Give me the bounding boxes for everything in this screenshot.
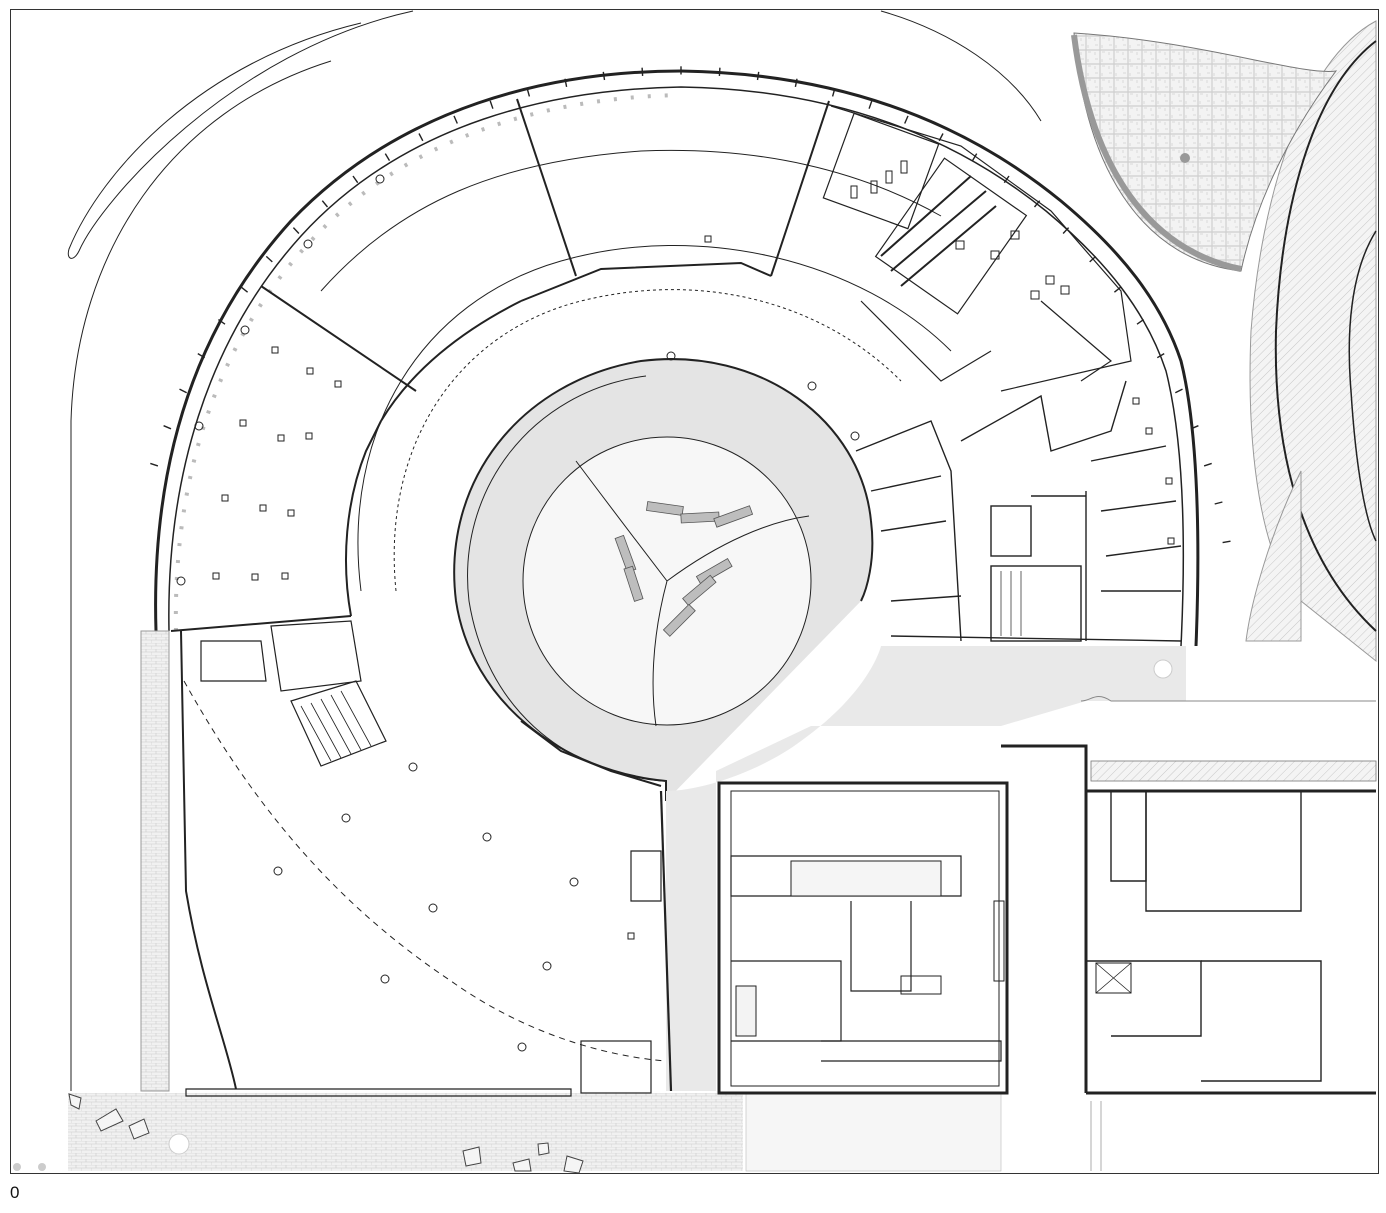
mullion-tick (489, 100, 494, 109)
plaza (68, 646, 1186, 1172)
west-stair (200, 620, 387, 767)
south-entry (580, 790, 673, 1094)
mullion-tick (718, 67, 721, 76)
southeast-block (717, 781, 1009, 1095)
mullion-tick (150, 462, 159, 467)
column-icon (194, 421, 204, 431)
column-icon (251, 573, 259, 581)
column-icon (305, 432, 313, 440)
column-icon (341, 813, 351, 823)
mullion-tick (641, 67, 644, 76)
main-building-shell (154, 69, 1200, 647)
floor-plan-drawing (13, 10, 1377, 1173)
column-icon (380, 974, 390, 984)
mullion-tick (1190, 425, 1199, 430)
mullion-tick (868, 100, 873, 109)
column-icon (807, 381, 817, 391)
column-icon (259, 504, 267, 512)
column-icon (408, 762, 418, 772)
mullion-tick (1174, 388, 1183, 394)
mullion-tick (352, 175, 359, 184)
mullion-tick (384, 153, 391, 161)
column-icon (334, 380, 342, 388)
mullion-tick (1203, 462, 1212, 467)
landscape-stones (13, 659, 1173, 1173)
mullion-tick (1136, 319, 1145, 325)
mullion-tick (1156, 352, 1165, 359)
column-icon (281, 572, 289, 580)
column-icon (482, 832, 492, 842)
column-icon (277, 434, 285, 442)
facade-mullions (150, 66, 1231, 544)
column-icon (850, 431, 860, 441)
mullion-tick (418, 133, 424, 142)
column-icon (569, 877, 579, 887)
column-icon (212, 572, 220, 580)
column-icon (375, 174, 385, 184)
floor-plan (10, 9, 1379, 1174)
column-icon (303, 239, 313, 249)
ring-corridor (320, 149, 952, 592)
column-icon (239, 419, 247, 427)
column-icon (1145, 427, 1153, 435)
column-icon (627, 932, 635, 940)
mullion-tick (265, 255, 273, 263)
column-icon (176, 576, 186, 586)
mullion-tick (1214, 501, 1223, 505)
mullion-tick (197, 352, 206, 359)
bench-group (614, 501, 754, 637)
mullion-tick (602, 71, 606, 81)
paving-south (68, 1093, 743, 1171)
column-icon (240, 325, 250, 335)
mullion-tick (794, 78, 798, 88)
mullion-tick (217, 319, 226, 325)
service-core (822, 105, 1132, 392)
central-courtyard (453, 358, 874, 801)
scale-label: 0 (10, 1183, 20, 1202)
mullion-tick (321, 200, 329, 208)
east-block (1001, 696, 1377, 1171)
column-icon (704, 235, 712, 243)
column-icon (1167, 537, 1175, 545)
mullion-tick (564, 78, 568, 88)
east-wing-rooms (855, 380, 1182, 642)
column-icon (287, 509, 295, 517)
mullion-tick (1113, 286, 1122, 293)
mullion-tick (526, 88, 531, 97)
mullion-tick (1222, 540, 1231, 544)
column-icon (517, 1042, 527, 1052)
mullion-tick (453, 115, 458, 124)
column-icon (273, 866, 283, 876)
mullion-tick (831, 88, 836, 97)
mullion-tick (904, 115, 909, 124)
column-icon (271, 346, 279, 354)
mullion-tick (971, 153, 978, 161)
site-road (67, 10, 1042, 1091)
adjacent-round-building (1071, 20, 1377, 663)
column-icon (1132, 397, 1140, 405)
column-icon (428, 903, 438, 913)
column-icon (306, 367, 314, 375)
mullion-tick (1062, 227, 1070, 234)
mullion-tick (756, 71, 760, 81)
mullion-tick (240, 286, 249, 293)
column-icon (666, 351, 676, 361)
mullion-tick (179, 388, 188, 394)
mullion-tick (292, 227, 300, 234)
columns (176, 174, 1175, 1052)
column-icon (1165, 477, 1173, 485)
fixture-icons (850, 160, 1070, 300)
west-wall (140, 630, 667, 1097)
partition-walls (170, 98, 830, 632)
column-icon (221, 494, 229, 502)
column-icon (542, 961, 552, 971)
mullion-tick (163, 425, 172, 430)
